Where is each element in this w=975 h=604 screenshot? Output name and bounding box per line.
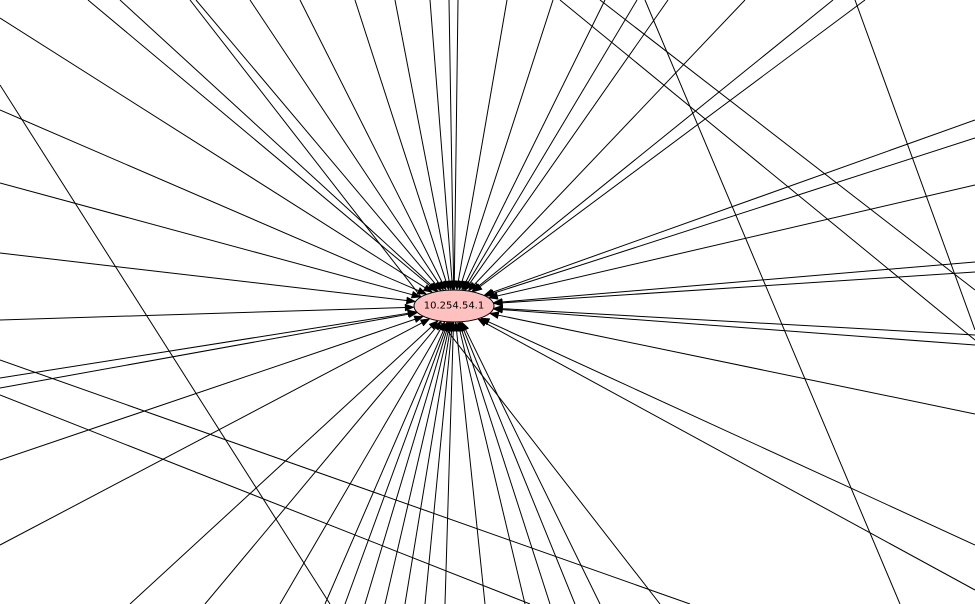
inbound-edge — [0, 312, 409, 379]
inbound-edge — [195, 0, 436, 285]
edge-arrowheads — [404, 280, 504, 332]
inbound-edge — [204, 327, 436, 604]
inbound-edge — [429, 0, 453, 282]
edge-arrowhead — [467, 281, 478, 292]
inbound-edge — [453, 0, 459, 282]
inbound-edge — [0, 182, 413, 296]
inbound-edge — [0, 307, 406, 321]
inbound-edge — [502, 309, 975, 346]
inbound-edge — [493, 137, 975, 294]
inbound-edge — [492, 119, 975, 293]
inbound-edge — [469, 0, 669, 284]
inbound-edge — [0, 252, 407, 301]
inbound-edge — [497, 184, 975, 297]
inbound-edge — [457, 0, 508, 282]
inbound-edge — [478, 0, 834, 287]
inbound-edge — [0, 17, 426, 289]
edge-arrowhead — [422, 284, 434, 293]
edge-arrowhead — [492, 298, 503, 307]
through-edge — [0, 84, 331, 604]
inbound-edge — [249, 0, 440, 284]
node-label: 10.254.54.1 — [424, 301, 484, 312]
inbound-edge — [479, 0, 866, 287]
edge-arrowhead — [461, 321, 470, 332]
inbound-edge — [459, 330, 526, 604]
inbound-edge — [456, 330, 486, 604]
inbound-edge — [384, 330, 449, 604]
inbound-edge — [424, 330, 453, 604]
inbound-edge — [474, 0, 746, 285]
edge-arrowhead — [419, 318, 431, 327]
through-edge — [0, 359, 691, 604]
inbound-edge — [465, 0, 606, 283]
inbound-edge — [364, 330, 448, 604]
edge-arrowhead — [477, 318, 488, 327]
inbound-edge — [502, 261, 975, 303]
through-edge — [559, 0, 975, 341]
inbound-edge — [502, 271, 975, 304]
edge-arrowhead — [464, 280, 474, 292]
edge-arrowhead — [488, 311, 500, 320]
through-edge — [644, 0, 901, 604]
inbound-edge — [394, 0, 450, 282]
inbound-edge — [129, 326, 432, 604]
inbound-edge — [488, 321, 975, 546]
inbound-edge — [448, 0, 455, 282]
node-ellipse[interactable] — [413, 289, 495, 323]
inbound-edge — [463, 329, 576, 604]
inbound-edge — [324, 329, 445, 604]
inbound-edge — [344, 330, 446, 604]
edge-arrowhead — [413, 315, 425, 323]
inbound-edge — [0, 109, 419, 292]
inbound-edge — [279, 329, 441, 604]
inbound-edge — [0, 322, 423, 546]
inbound-edge — [461, 330, 551, 604]
inbound-edge — [465, 329, 601, 604]
inbound-edge — [354, 0, 447, 282]
edge-arrowhead — [487, 292, 499, 300]
through-edge — [599, 0, 975, 291]
inbound-edge — [0, 313, 409, 389]
edge-arrowhead — [472, 283, 483, 293]
through-edge — [854, 0, 975, 331]
edge-arrowhead — [407, 310, 419, 319]
edge-arrowhead — [484, 289, 496, 297]
inbound-edge — [485, 322, 975, 591]
inbound-edge — [502, 308, 975, 336]
inbound-edge — [404, 330, 451, 604]
inbound-edge — [119, 0, 432, 286]
graph-node-center[interactable]: 10.254.54.1 — [413, 289, 495, 323]
edge-arrowhead — [405, 296, 417, 305]
inbound-edge — [498, 314, 975, 415]
edge-arrowhead — [404, 303, 415, 312]
inbound-edge — [461, 0, 554, 282]
edge-arrowhead — [492, 305, 503, 314]
inbound-edge — [467, 0, 638, 283]
inbound-edge — [444, 330, 454, 604]
edge-arrowhead — [410, 290, 422, 299]
inbound-edge — [0, 318, 416, 461]
inbound-edge — [299, 0, 443, 283]
inbound-edge — [87, 0, 431, 287]
edge-arrowhead — [416, 287, 428, 295]
